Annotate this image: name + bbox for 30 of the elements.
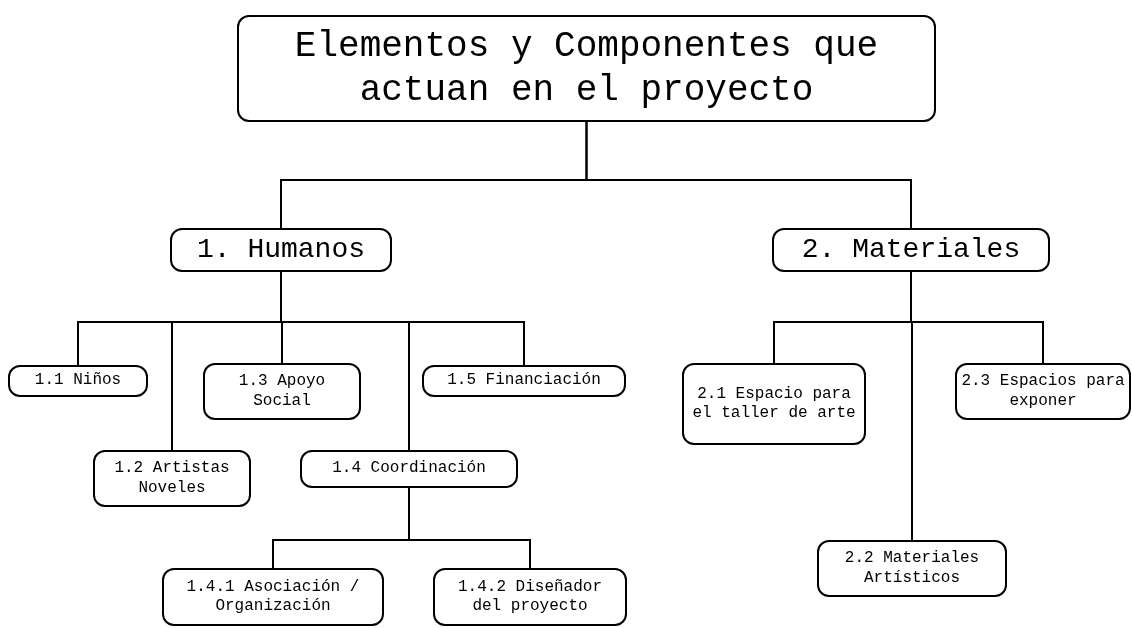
node-label: 1.2 Artistas Noveles — [113, 459, 231, 498]
node-label: 2.1 Espacio para el taller de arte — [691, 384, 857, 424]
node-label: 1.4.1 Asociación / Organización — [185, 577, 361, 617]
node-label: 2. Materiales — [800, 233, 1022, 267]
connector-line — [408, 487, 531, 569]
node-box — [772, 228, 1050, 272]
node-box — [93, 450, 251, 507]
node-label: 1.5 Financiación — [446, 371, 602, 391]
node-box — [433, 568, 627, 626]
node-label: 2.3 Espacios para exponer — [960, 372, 1126, 411]
node-label: 1.4.2 Diseñador del proyecto — [457, 577, 603, 617]
connector-line — [280, 271, 525, 366]
node-label: 1.4 Coordinación — [331, 459, 487, 479]
node-label: 2.2 Materiales Artísticos — [843, 549, 981, 588]
node-box — [300, 450, 518, 488]
connector-line — [585, 121, 912, 229]
node-box — [237, 15, 936, 122]
node-box — [955, 363, 1131, 420]
node-box — [8, 365, 148, 397]
node-label: 1. Humanos — [196, 233, 366, 267]
node-label: 1.1 Niños — [33, 371, 123, 391]
node-box — [203, 363, 361, 420]
node-label: 1.3 Apoyo Social — [237, 372, 327, 411]
node-box — [170, 228, 392, 272]
node-box — [682, 363, 866, 445]
node-box — [817, 540, 1007, 597]
node-box — [162, 568, 384, 626]
connector-line — [910, 271, 1044, 364]
node-box — [422, 365, 626, 397]
node-label: Elementos y Componentes que actuan en el proyecto — [293, 25, 880, 112]
